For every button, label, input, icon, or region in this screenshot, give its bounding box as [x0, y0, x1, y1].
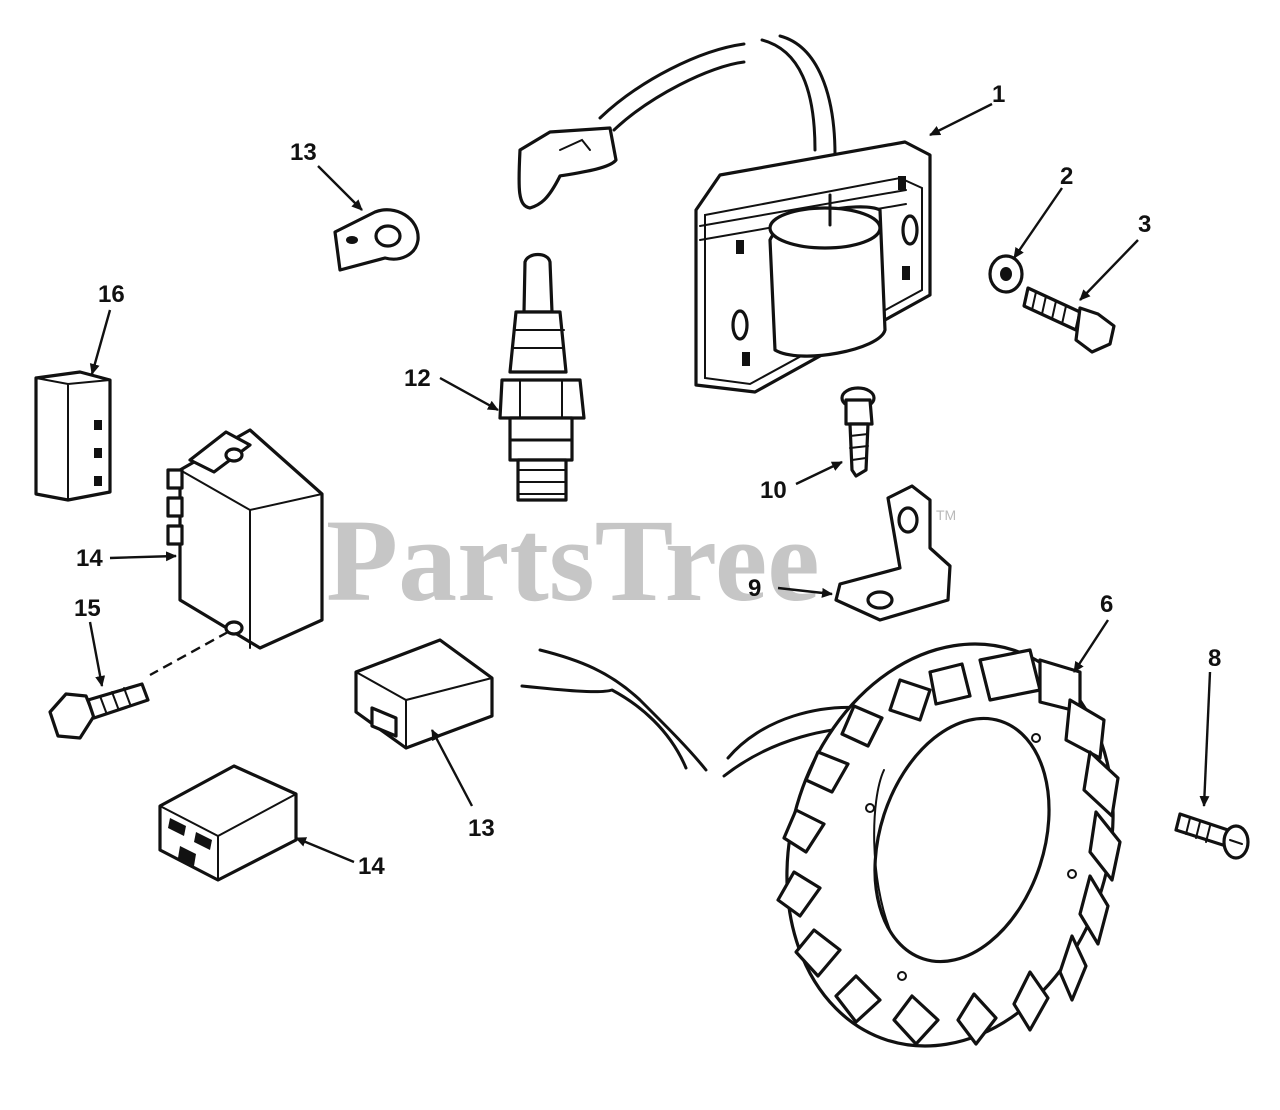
terminal-connector[interactable] [354, 638, 494, 750]
mounting-bracket[interactable] [834, 484, 952, 622]
callout-16[interactable]: 16 [98, 281, 125, 308]
watermark-trademark: TM [936, 507, 956, 523]
ignition-coil[interactable] [517, 34, 932, 394]
callout-9[interactable]: 9 [748, 575, 761, 602]
cable-clamp[interactable] [333, 208, 420, 272]
hex-screw-15[interactable] [48, 682, 150, 740]
callout-12[interactable]: 12 [404, 365, 431, 392]
watermark-text: PartsTree [326, 495, 820, 626]
callout-3[interactable]: 3 [1138, 211, 1151, 238]
screw-8[interactable] [1174, 812, 1250, 860]
hex-bolt[interactable] [1022, 286, 1116, 354]
stator[interactable] [736, 601, 1163, 1089]
callout-leaders [88, 102, 1212, 864]
screw-10[interactable] [840, 386, 876, 478]
callout-10[interactable]: 10 [760, 477, 787, 504]
connector-block-16[interactable] [34, 370, 112, 502]
callout-14-plug[interactable]: 14 [358, 853, 385, 880]
lock-washer[interactable] [988, 254, 1024, 294]
callout-8[interactable]: 8 [1208, 645, 1221, 672]
callout-14-module[interactable]: 14 [76, 545, 103, 572]
callout-13-connector[interactable]: 13 [468, 815, 495, 842]
regulator-module[interactable] [149, 428, 324, 677]
callout-13-clamp[interactable]: 13 [290, 139, 317, 166]
callout-1[interactable]: 1 [992, 81, 1005, 108]
callout-labels: 1 2 3 6 8 9 10 12 13 13 14 14 15 16 [74, 81, 1221, 880]
callout-15[interactable]: 15 [74, 595, 101, 622]
callout-6[interactable]: 6 [1100, 591, 1113, 618]
connector-plug[interactable] [158, 764, 298, 882]
callout-2[interactable]: 2 [1060, 163, 1073, 190]
spark-plug[interactable] [498, 252, 586, 502]
